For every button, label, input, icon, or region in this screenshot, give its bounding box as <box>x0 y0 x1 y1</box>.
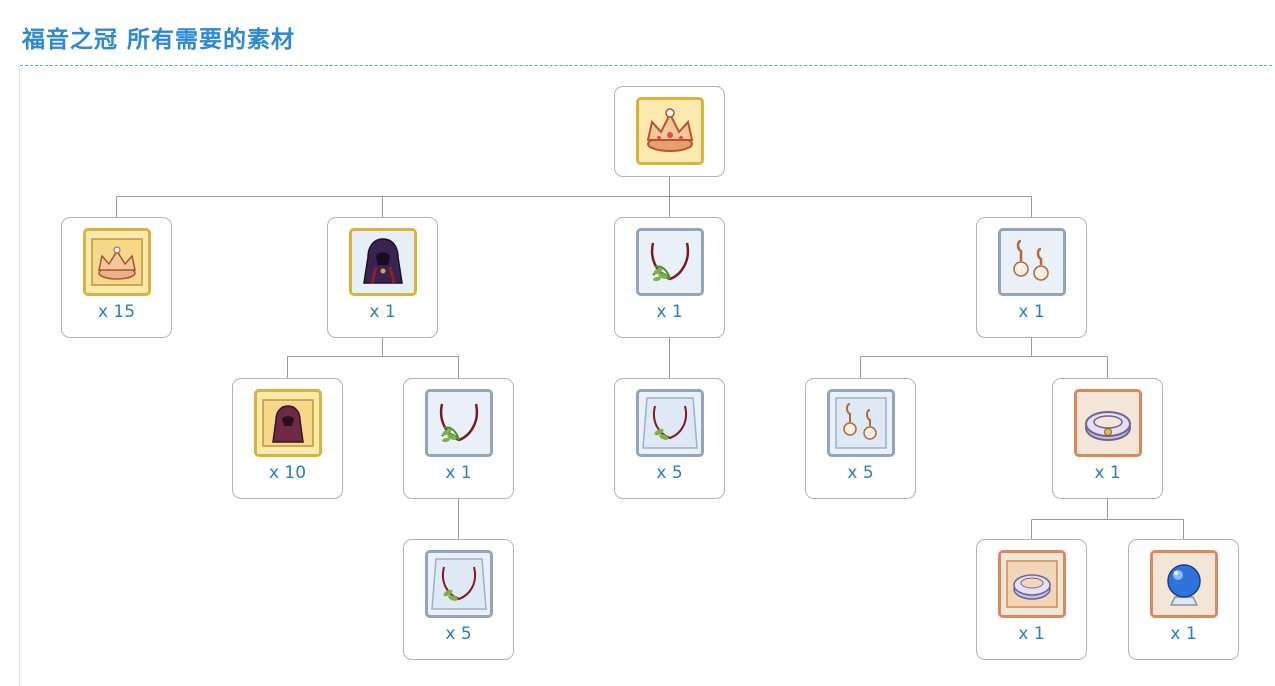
laurel-necklace-icon <box>636 228 704 296</box>
material-quantity: x 15 <box>97 302 136 322</box>
material-quantity: x 1 <box>1018 624 1045 644</box>
material-quantity: x 5 <box>847 463 874 483</box>
material-node[interactable]: x 15 <box>61 217 172 338</box>
material-node[interactable]: x 1 <box>403 378 514 499</box>
material-quantity: x 1 <box>656 302 683 322</box>
material-quantity: x 1 <box>445 463 472 483</box>
content-frame <box>19 66 1274 686</box>
connector <box>116 176 1032 217</box>
connector <box>860 337 1108 378</box>
pearl-earrings-icon <box>998 228 1066 296</box>
necklace-fragment-icon <box>425 550 493 618</box>
crystal-orb-icon <box>1150 550 1218 618</box>
laurel-necklace-icon <box>425 389 493 457</box>
title-divider <box>20 65 1272 66</box>
page-title: 福音之冠 所有需要的素材 <box>22 27 296 53</box>
material-node[interactable]: x 1 <box>614 217 725 338</box>
material-node-root[interactable] <box>614 86 725 177</box>
material-node[interactable]: x 1 <box>327 217 438 338</box>
material-node[interactable]: x 1 <box>976 217 1087 338</box>
ornate-bracelet-icon <box>1074 389 1142 457</box>
hooded-mantle-icon <box>349 228 417 296</box>
necklace-fragment-icon <box>636 389 704 457</box>
material-node[interactable]: x 1 <box>1052 378 1163 499</box>
bracelet-fragment-icon <box>998 550 1066 618</box>
material-node[interactable]: x 5 <box>403 539 514 660</box>
mantle-fragment-icon <box>254 389 322 457</box>
material-node[interactable]: x 1 <box>976 539 1087 660</box>
material-node[interactable]: x 5 <box>614 378 725 499</box>
material-quantity: x 1 <box>1170 624 1197 644</box>
crown-icon <box>636 97 704 165</box>
material-node[interactable]: x 10 <box>232 378 343 499</box>
material-quantity: x 1 <box>1094 463 1121 483</box>
material-quantity: x 10 <box>268 463 307 483</box>
material-node[interactable]: x 5 <box>805 378 916 499</box>
material-quantity: x 1 <box>369 302 396 322</box>
material-quantity: x 5 <box>656 463 683 483</box>
material-quantity: x 1 <box>1018 302 1045 322</box>
material-node[interactable]: x 1 <box>1128 539 1239 660</box>
earring-fragment-icon <box>827 389 895 457</box>
connector <box>1031 498 1184 539</box>
connector <box>287 337 459 378</box>
material-quantity: x 5 <box>445 624 472 644</box>
crown-fragment-icon <box>83 228 151 296</box>
